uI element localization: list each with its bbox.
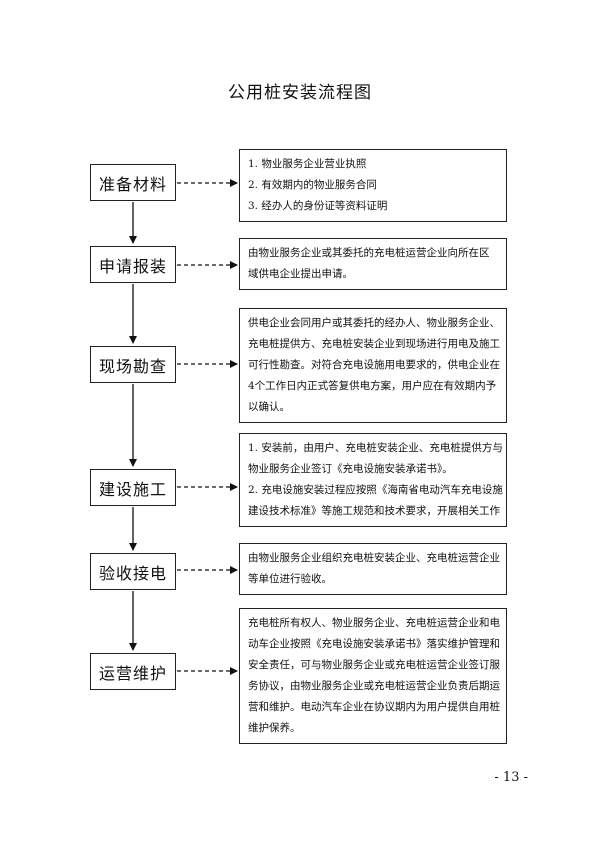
step-site-survey: 现场勘查 <box>90 346 176 383</box>
note-line: 动车企业按照《充电设施安装承诺书》落实维护管理和 <box>248 638 500 650</box>
step-apply: 申请报装 <box>90 246 176 283</box>
note-line: 3. 经办人的身份证等资料证明 <box>248 200 388 212</box>
note-line: 维护保养。 <box>248 722 301 734</box>
note-line: 由物业服务企业组织充电桩安装企业、充电桩运营企业 <box>248 552 500 564</box>
page-title: 公用桩安装流程图 <box>228 83 372 103</box>
note-construction: 1. 安装前，由用户、充电桩安装企业、充电桩提供方与 物业服务企业签订《充电设施… <box>239 433 507 527</box>
page-number: - 13 - <box>494 770 528 785</box>
note-line: 充电桩提供方、充电桩安装企业到现场进行用电及施工 <box>248 338 500 350</box>
note-line: 营和维护。电动汽车企业在协议期内为用户提供自用桩 <box>248 701 500 713</box>
note-line: 物业服务企业签订《充电设施安装承诺书》。 <box>248 463 453 475</box>
note-site-survey: 供电企业会同用户或其委托的经办人、物业服务企业、 充电桩提供方、充电桩安装企业到… <box>239 308 507 423</box>
note-line: 等单位进行验收。 <box>248 573 332 585</box>
note-line: 4个工作日内正式答复供电方案，用户应在有效期内予 <box>248 380 497 392</box>
note-apply: 由物业服务企业或其委托的充电桩运营企业向所在区 域供电企业提出申请。 <box>239 238 507 290</box>
step-acceptance: 验收接电 <box>90 553 176 590</box>
step-prepare-materials: 准备材料 <box>90 164 176 201</box>
note-line: 建设技术标准》等施工规范和技术要求，开展相关工作 <box>248 505 500 517</box>
note-line: 以确认。 <box>248 401 290 413</box>
note-line: 供电企业会同用户或其委托的经办人、物业服务企业、 <box>248 317 500 329</box>
note-line: 安全责任，可与物业服务企业或充电桩运营企业签订服 <box>248 659 500 671</box>
note-line: 1. 物业服务企业营业执照 <box>248 158 367 170</box>
note-line: 域供电企业提出申请。 <box>248 268 353 280</box>
note-line: 由物业服务企业或其委托的充电桩运营企业向所在区 <box>248 247 490 259</box>
step-operation: 运营维护 <box>90 653 176 690</box>
note-prepare-materials: 1. 物业服务企业营业执照 2. 有效期内的物业服务合同 3. 经办人的身份证等… <box>239 149 507 222</box>
note-line: 1. 安装前，由用户、充电桩安装企业、充电桩提供方与 <box>248 442 503 454</box>
note-line: 充电桩所有权人、物业服务企业、充电桩运营企业和电 <box>248 617 500 629</box>
note-acceptance: 由物业服务企业组织充电桩安装企业、充电桩运营企业 等单位进行验收。 <box>239 543 507 595</box>
note-line: 务协议，由物业服务企业或充电桩运营企业负责后期运 <box>248 680 500 692</box>
step-construction: 建设施工 <box>90 469 176 506</box>
note-line: 2. 有效期内的物业服务合同 <box>248 179 377 191</box>
note-line: 2. 充电设施安装过程应按照《海南省电动汽车充电设施 <box>248 484 503 496</box>
note-operation: 充电桩所有权人、物业服务企业、充电桩运营企业和电 动车企业按照《充电设施安装承诺… <box>239 608 507 744</box>
note-line: 可行性勘查。对符合充电设施用电要求的，供电企业在 <box>248 359 500 371</box>
